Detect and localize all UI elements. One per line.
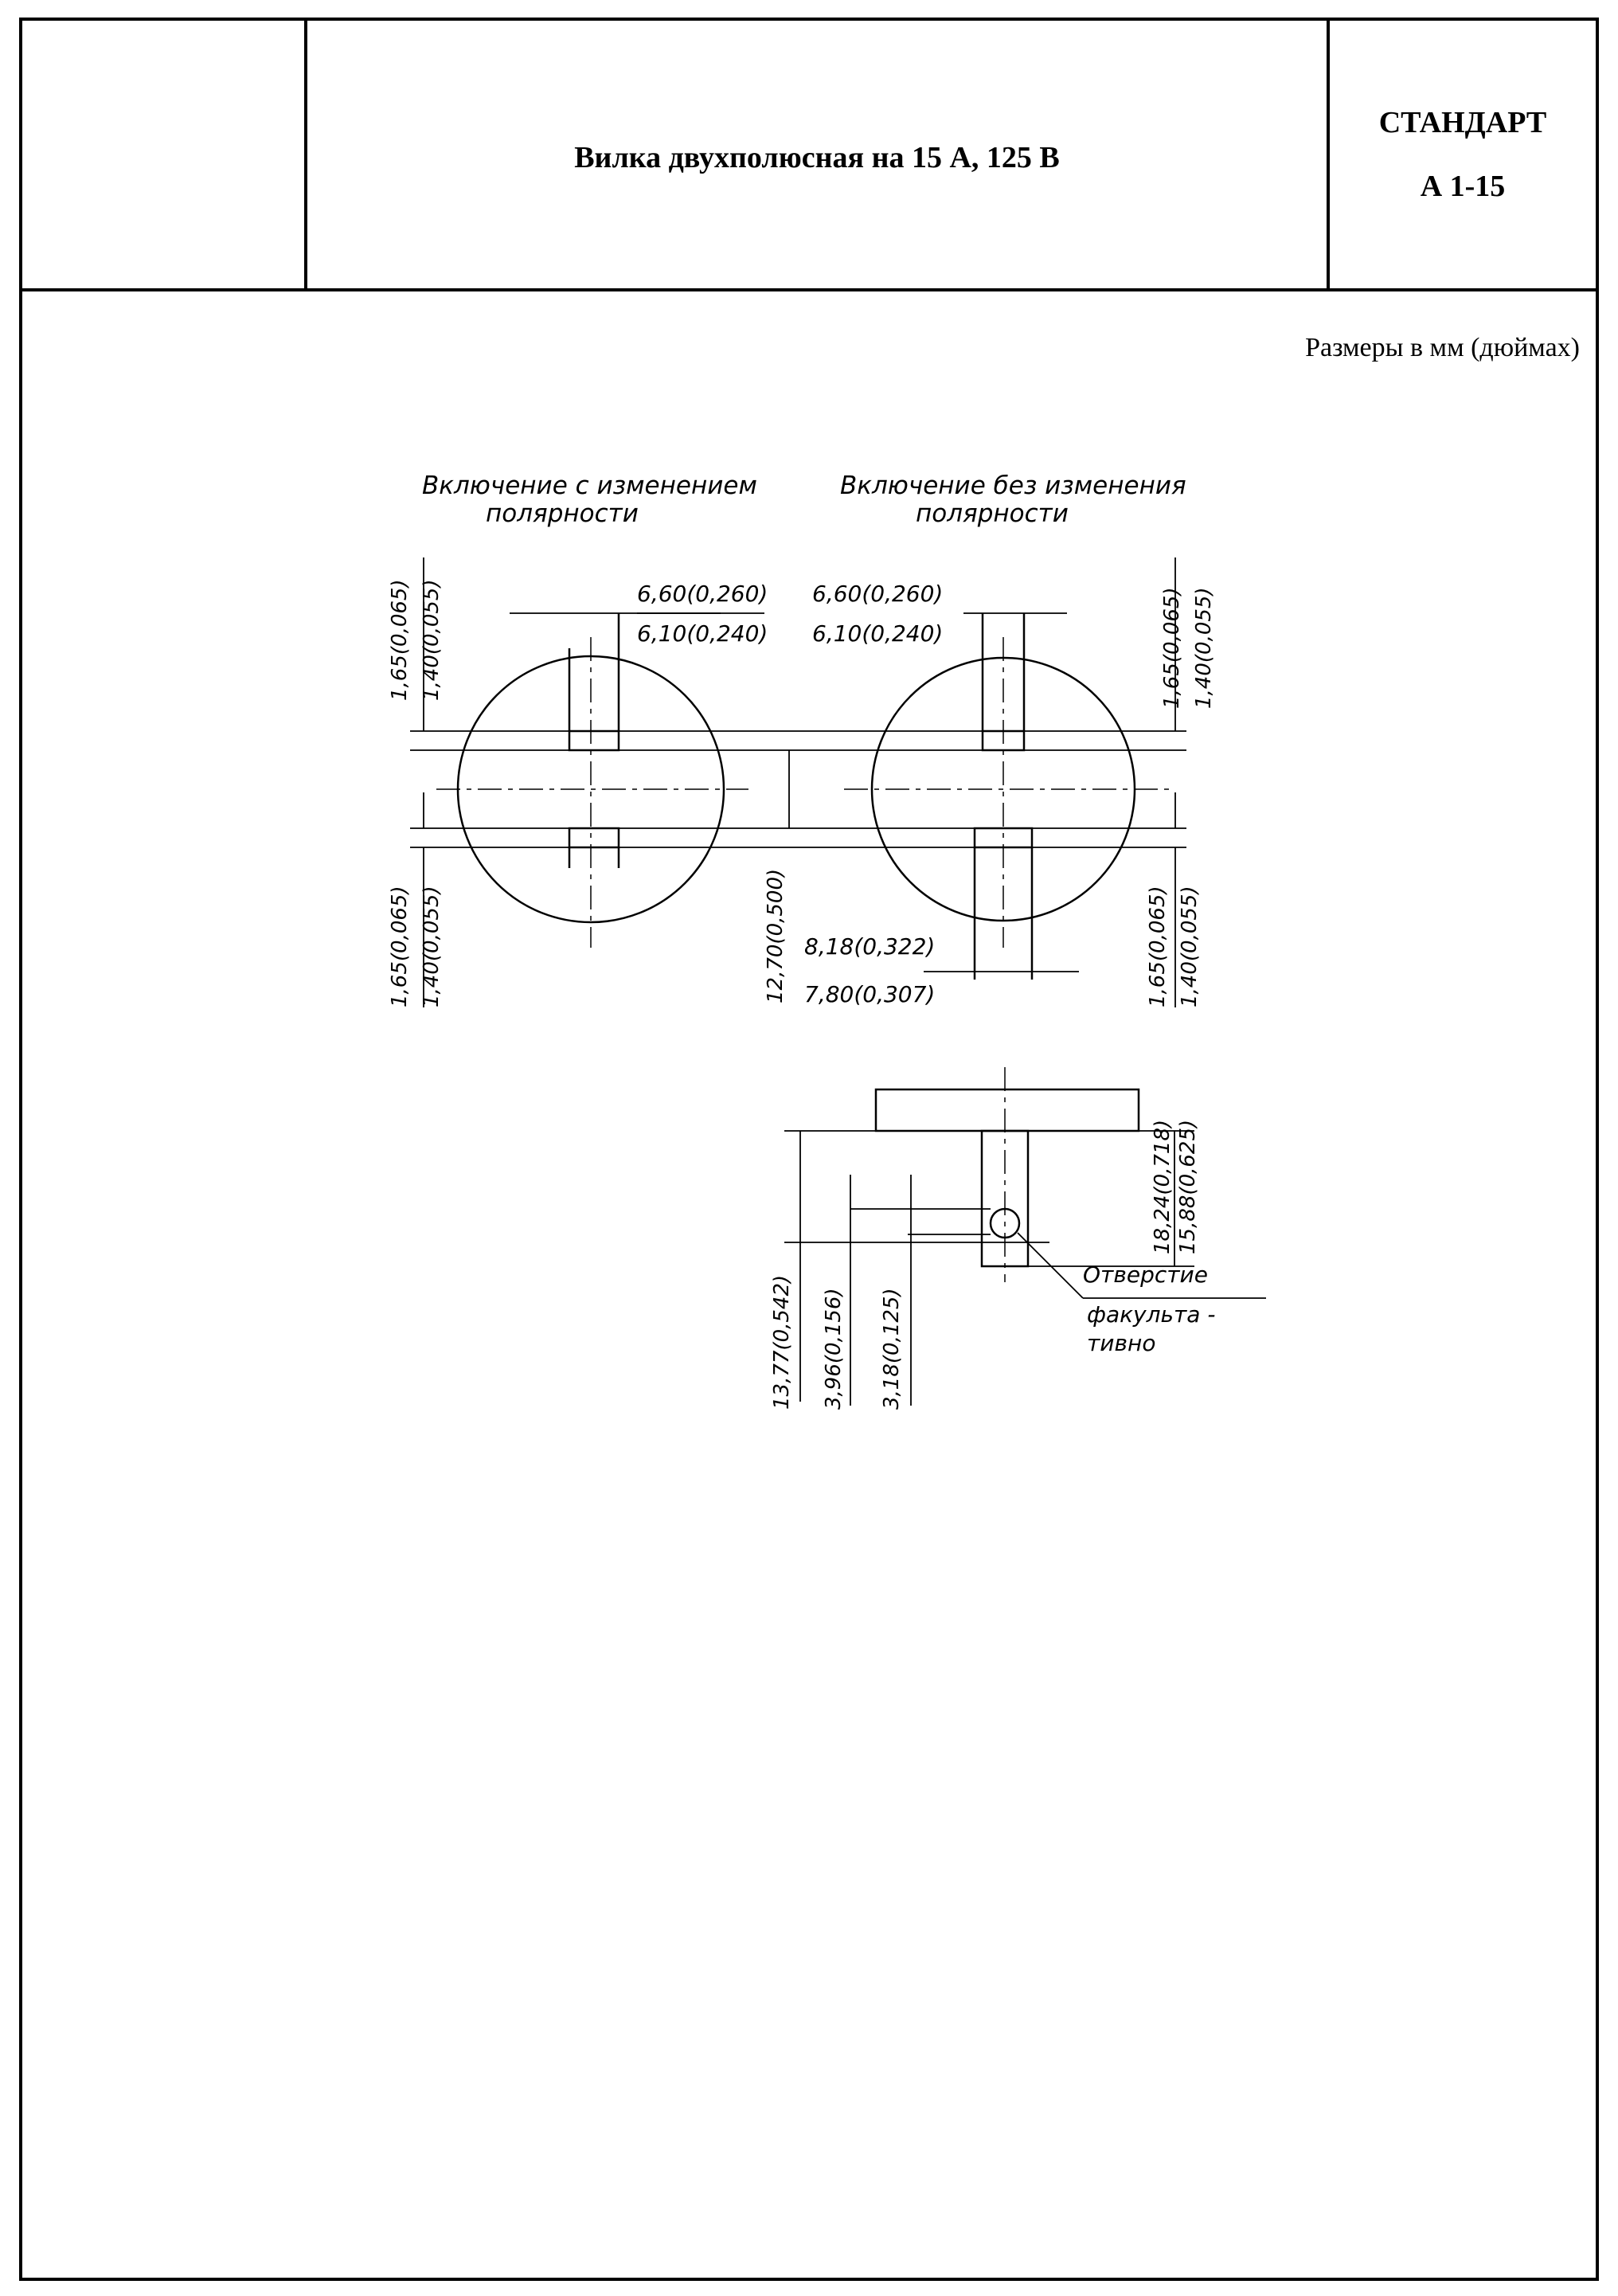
dim-spacing: 12,70(0,500) — [764, 869, 788, 1003]
dim-left-bottom-thick-min: 1,40(0,055) — [420, 886, 444, 1007]
dim-blade-width-min-right: 6,10(0,240) — [812, 620, 943, 647]
dim-wide-blade-min: 7,80(0,307) — [804, 981, 935, 1007]
dim-left-top-thick-min: 1,40(0,055) — [420, 579, 444, 701]
title-block: Вилка двухполюсная на 15 А, 125 В СТАНДА… — [22, 21, 1596, 291]
left-blade-top — [568, 729, 620, 752]
left-caption-line2: полярности — [486, 499, 639, 528]
dim-wide-blade-max: 8,18(0,322) — [804, 933, 935, 960]
document-title: Вилка двухполюсная на 15 А, 125 В — [574, 141, 1060, 174]
dim-hole-dia-min: 3,18(0,125) — [880, 1288, 904, 1410]
dim-blade-width-max-right: 6,60(0,260) — [812, 581, 943, 607]
title-block-title-cell: Вилка двухполюсная на 15 А, 125 В — [307, 21, 1330, 288]
title-block-left-cell — [22, 21, 307, 288]
dim-length-max: 18,24(0,718) — [1151, 1120, 1174, 1254]
dim-length-min: 15,88(0,625) — [1176, 1120, 1200, 1254]
title-block-standard-cell: СТАНДАРТ А 1-15 — [1330, 21, 1596, 288]
right-blade-top — [981, 729, 1026, 752]
document-sheet: Вилка двухполюсная на 15 А, 125 В СТАНДА… — [19, 18, 1599, 2281]
right-caption-line1: Включение без изменения — [840, 471, 1186, 500]
dim-right-top-thick-max: 1,65(0,065) — [1160, 587, 1184, 709]
dim-left-top-thick-max: 1,65(0,065) — [388, 579, 412, 701]
dim-hole-pos: 13,77(0,542) — [770, 1275, 794, 1410]
right-blade-bottom — [973, 827, 1034, 849]
left-blade-bottom — [568, 827, 620, 849]
dim-right-bottom-thick-max: 1,65(0,065) — [1146, 886, 1170, 1007]
dim-hole-dia-max: 3,96(0,156) — [822, 1288, 846, 1410]
standard-code: А 1-15 — [1420, 170, 1506, 203]
hole-note-line2: факульта - — [1087, 1301, 1215, 1328]
dim-left-bottom-thick-max: 1,65(0,065) — [388, 886, 412, 1007]
dim-right-top-thick-min: 1,40(0,055) — [1192, 587, 1216, 709]
standard-label: СТАНДАРТ — [1378, 106, 1547, 139]
right-caption-line2: полярности — [916, 499, 1069, 528]
left-caption-line1: Включение с изменением — [422, 471, 757, 500]
dim-blade-width-max-left: 6,60(0,260) — [637, 581, 768, 607]
hole-note-line1: Отверстие — [1083, 1261, 1208, 1288]
plug-body-side — [874, 1088, 1140, 1132]
dim-blade-width-min-left: 6,10(0,240) — [637, 620, 768, 647]
units-note: Размеры в мм (дюймах) — [1305, 333, 1580, 362]
dim-right-bottom-thick-min: 1,40(0,055) — [1178, 886, 1202, 1007]
hole-note-line3: тивно — [1087, 1330, 1155, 1356]
